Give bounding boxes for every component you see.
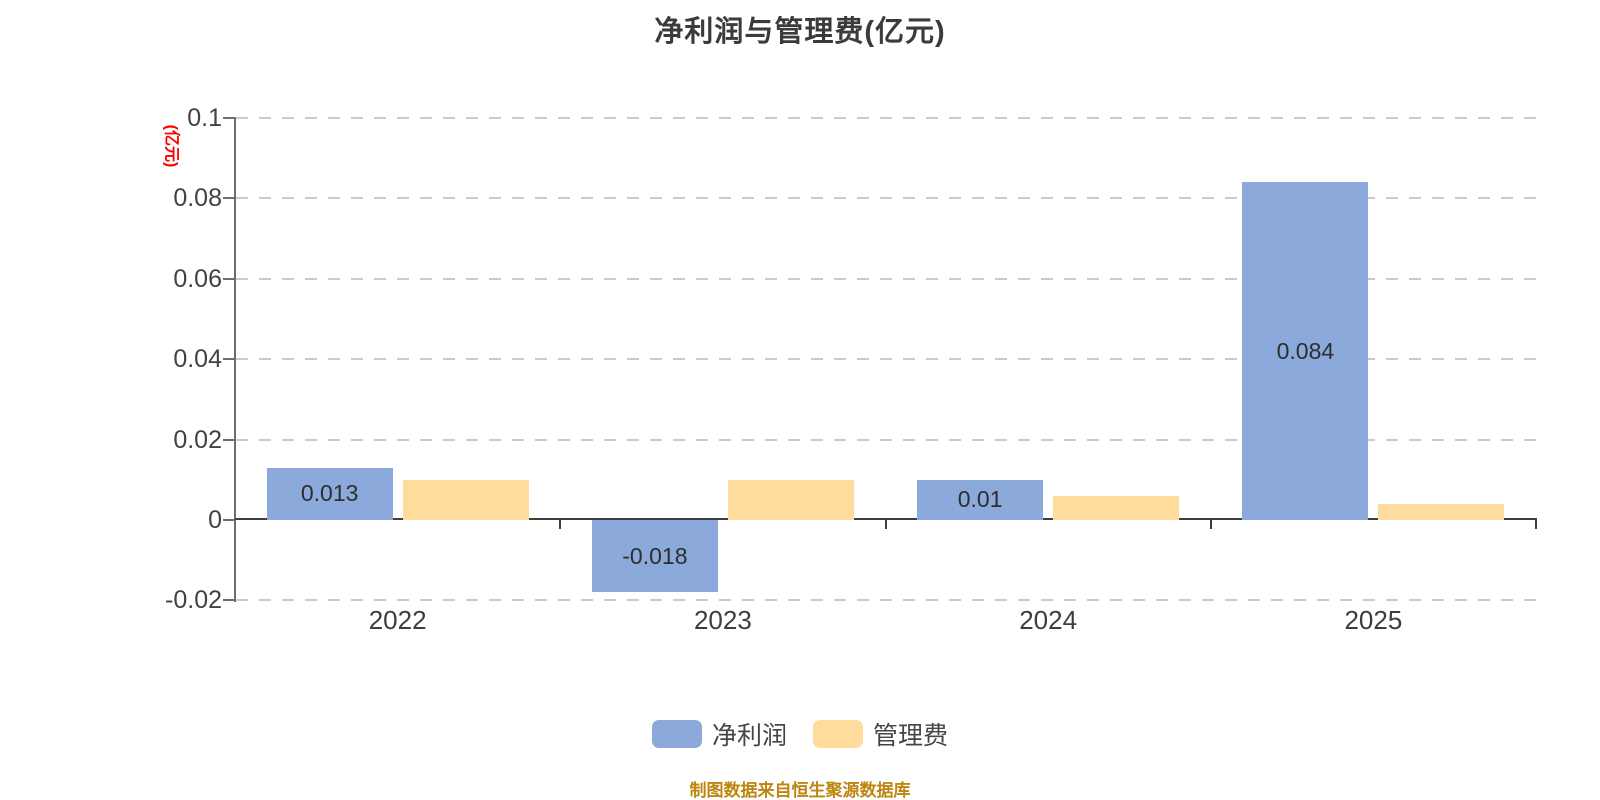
y-tick-0.08 — [223, 197, 235, 200]
y-tick-label-0.08: 0.08 — [173, 184, 222, 213]
bar-value-label-2024: 0.01 — [957, 486, 1003, 513]
gridline-0.1 — [236, 117, 1538, 119]
y-tick-label-0.06: 0.06 — [173, 264, 222, 293]
y-tick-0.04 — [223, 358, 235, 361]
bar-net-profit-2023 — [591, 520, 718, 593]
gridline-0.02 — [236, 438, 1538, 441]
legend-item-management-fee[interactable]: 管理费 — [813, 716, 948, 752]
y-tick-label--0.02: -0.02 — [165, 586, 222, 615]
y-tick-0.02 — [223, 438, 235, 441]
y-tick-0.06 — [223, 277, 235, 280]
data-source-note: 制图数据来自恒生聚源数据库 — [689, 781, 911, 800]
gridline-0.06 — [236, 277, 1538, 280]
x-tick-2024 — [1209, 520, 1212, 529]
bar-net-profit-2022 — [266, 467, 393, 520]
y-tick-label-0.04: 0.04 — [173, 345, 222, 374]
bar-value-label-2022: 0.013 — [300, 480, 359, 507]
gridline-0.04 — [236, 358, 1538, 361]
management-fee-legend-label: 管理费 — [873, 722, 949, 750]
bar-value-label-2025: 0.084 — [1276, 337, 1335, 364]
bar-management-fee-2022 — [402, 479, 529, 520]
x-tick-2023 — [884, 520, 887, 529]
x-tick-2025 — [1535, 520, 1537, 529]
y-tick-0.1 — [223, 117, 235, 119]
bar-value-label-2023: -0.018 — [622, 542, 688, 569]
y-tick-0 — [223, 519, 235, 521]
x-axis-line — [235, 518, 1537, 520]
y-tick-label-0: 0 — [208, 506, 222, 534]
legend: 净利润 管理费 — [0, 716, 1600, 752]
bar-net-profit-2025 — [1242, 182, 1369, 520]
bar-management-fee-2023 — [727, 479, 854, 520]
y-tick--0.02 — [223, 599, 235, 602]
bar-management-fee-2024 — [1053, 495, 1180, 520]
x-category-label-2025: 2025 — [1344, 605, 1403, 635]
x-category-label-2023: 2023 — [693, 605, 752, 635]
gridline--0.02 — [236, 599, 1538, 602]
net-profit-swatch — [651, 720, 702, 748]
y-tick-label-0.02: 0.02 — [173, 425, 222, 454]
legend-item-net-profit[interactable]: 净利润 — [651, 716, 787, 752]
bar-net-profit-2024 — [917, 479, 1044, 520]
x-tick-2022 — [559, 520, 562, 529]
chart-title: 净利润与管理费(亿元) — [654, 16, 946, 48]
x-category-label-2024: 2024 — [1019, 605, 1078, 635]
gridline-0.08 — [236, 197, 1538, 200]
y-axis-line — [234, 117, 236, 602]
net-profit-legend-label: 净利润 — [711, 722, 787, 750]
x-category-label-2022: 2022 — [368, 605, 427, 635]
bar-management-fee-2025 — [1378, 503, 1505, 520]
management-fee-swatch — [813, 720, 863, 748]
y-tick-label-0.1: 0.1 — [187, 104, 222, 132]
